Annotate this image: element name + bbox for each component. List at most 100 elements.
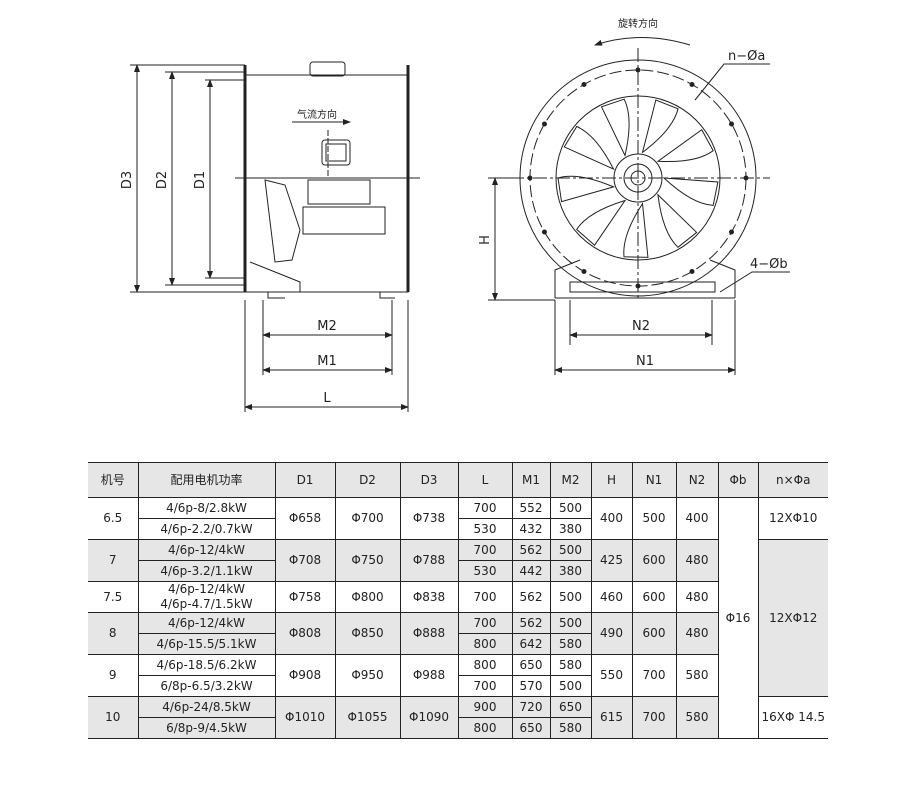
power-cell: 4/6p-12/4kW [137, 612, 276, 634]
header-cell: D3 [399, 462, 459, 498]
bolt-hole [729, 229, 735, 235]
fan-drawing: 气流方向 D3 D2 D1 M2 M1 L [120, 17, 790, 412]
d1-cell: Φ758 [274, 581, 336, 613]
l-cell: 700 [457, 612, 513, 634]
m1-cell: 562 [511, 612, 551, 634]
d2-cell: Φ850 [334, 612, 401, 655]
m2-cell: 500 [549, 675, 591, 697]
m2-cell: 580 [549, 654, 592, 676]
d3-cell: Φ988 [399, 654, 459, 697]
power-cell: 4/6p-2.2/0.7kW [138, 518, 276, 540]
impeller-blade [563, 125, 615, 171]
bolt-hole [581, 269, 587, 275]
bolt-hole [729, 121, 735, 127]
dim-d2: D2 [155, 171, 170, 189]
m1-cell: 570 [511, 675, 551, 697]
power-cell: 4/6p-12/4kW [137, 539, 276, 561]
m2-cell: 650 [549, 696, 592, 718]
l-cell: 700 [457, 497, 513, 519]
d2-cell: Φ800 [334, 581, 401, 613]
header-cell: N1 [631, 462, 677, 498]
power-line: 4/6p-12/4kW [167, 582, 246, 596]
dim-l: L [323, 391, 331, 406]
model-cell: 6.5 [88, 497, 139, 540]
bolt-hole [581, 81, 587, 87]
impeller-blade [576, 199, 627, 246]
power-line: 4/6p-4.7/1.5kW [160, 597, 253, 611]
h-cell: 460 [590, 581, 633, 613]
bolt-hole [541, 121, 547, 127]
n1-cell: 500 [631, 497, 677, 540]
header-cell: N2 [675, 462, 719, 498]
l-cell: 700 [457, 539, 513, 561]
m2-cell: 500 [549, 612, 592, 634]
model-cell: 10 [88, 696, 139, 739]
d1-cell: Φ658 [274, 497, 336, 540]
header-cell: 机号 [88, 462, 139, 498]
header-cell: D2 [334, 462, 401, 498]
header-cell: H [590, 462, 633, 498]
power-cell: 4/6p-18.5/6.2kW [137, 654, 276, 676]
base-hole-label: 4−Øb [750, 257, 788, 272]
impeller-blade [600, 98, 630, 157]
l-cell: 700 [457, 581, 513, 613]
d2-cell: Φ1055 [334, 696, 401, 739]
rotation-label: 旋转方向 [618, 17, 658, 30]
impeller-blade [657, 193, 698, 248]
n1-cell: 600 [631, 612, 677, 655]
n1-cell: 600 [631, 539, 677, 582]
holes-cell: 12XΦ12 [757, 539, 828, 697]
m2-cell: 580 [549, 633, 591, 655]
n1-cell: 700 [631, 654, 677, 697]
dim-d3: D3 [120, 171, 135, 189]
m1-cell: 562 [511, 539, 551, 561]
header-cell: Φb [717, 462, 759, 498]
airflow-label: 气流方向 [297, 108, 337, 121]
l-cell: 800 [457, 633, 513, 655]
m2-cell: 580 [549, 717, 591, 739]
dim-n1: N1 [636, 354, 654, 369]
n2-cell: 400 [675, 497, 719, 540]
h-cell: 425 [590, 539, 633, 582]
dim-d1: D1 [193, 171, 208, 189]
hole-label: n−Øa [728, 49, 765, 64]
power-cell: 4/6p-24/8.5kW [137, 696, 276, 718]
d1-cell: Φ708 [274, 539, 336, 582]
header-cell: D1 [274, 462, 336, 498]
n1-cell: 700 [631, 696, 677, 739]
m2-cell: 500 [549, 497, 592, 519]
m1-cell: 642 [511, 633, 551, 655]
d1-cell: Φ908 [274, 654, 336, 697]
m1-cell: 552 [511, 497, 551, 519]
dim-m2: M2 [317, 319, 337, 334]
d1-cell: Φ808 [274, 612, 336, 655]
m1-cell: 442 [511, 560, 551, 582]
l-cell: 530 [457, 560, 513, 582]
front-view: 旋转方向 n−Øa 4−Øb H N2 N1 [478, 17, 790, 375]
m2-cell: 500 [549, 539, 592, 561]
n2-cell: 580 [675, 696, 719, 739]
d3-cell: Φ738 [399, 497, 459, 540]
impeller-blade [641, 99, 679, 154]
power-cell: 6/8p-6.5/3.2kW [138, 675, 276, 697]
header-cell: M1 [511, 462, 551, 498]
bolt-hole [689, 269, 695, 275]
header-cell: 配用电机功率 [137, 462, 276, 498]
dim-n2: N2 [632, 319, 650, 334]
m1-cell: 562 [511, 581, 551, 613]
d3-cell: Φ1090 [399, 696, 459, 739]
side-view: 气流方向 D3 D2 D1 M2 M1 L [120, 61, 420, 412]
h-cell: 400 [590, 497, 633, 540]
power-cell: 6/8p-9/4.5kW [138, 717, 276, 739]
n2-cell: 480 [675, 539, 719, 582]
h-cell: 615 [590, 696, 633, 739]
model-cell: 7.5 [88, 581, 139, 613]
dim-h: H [478, 235, 493, 245]
